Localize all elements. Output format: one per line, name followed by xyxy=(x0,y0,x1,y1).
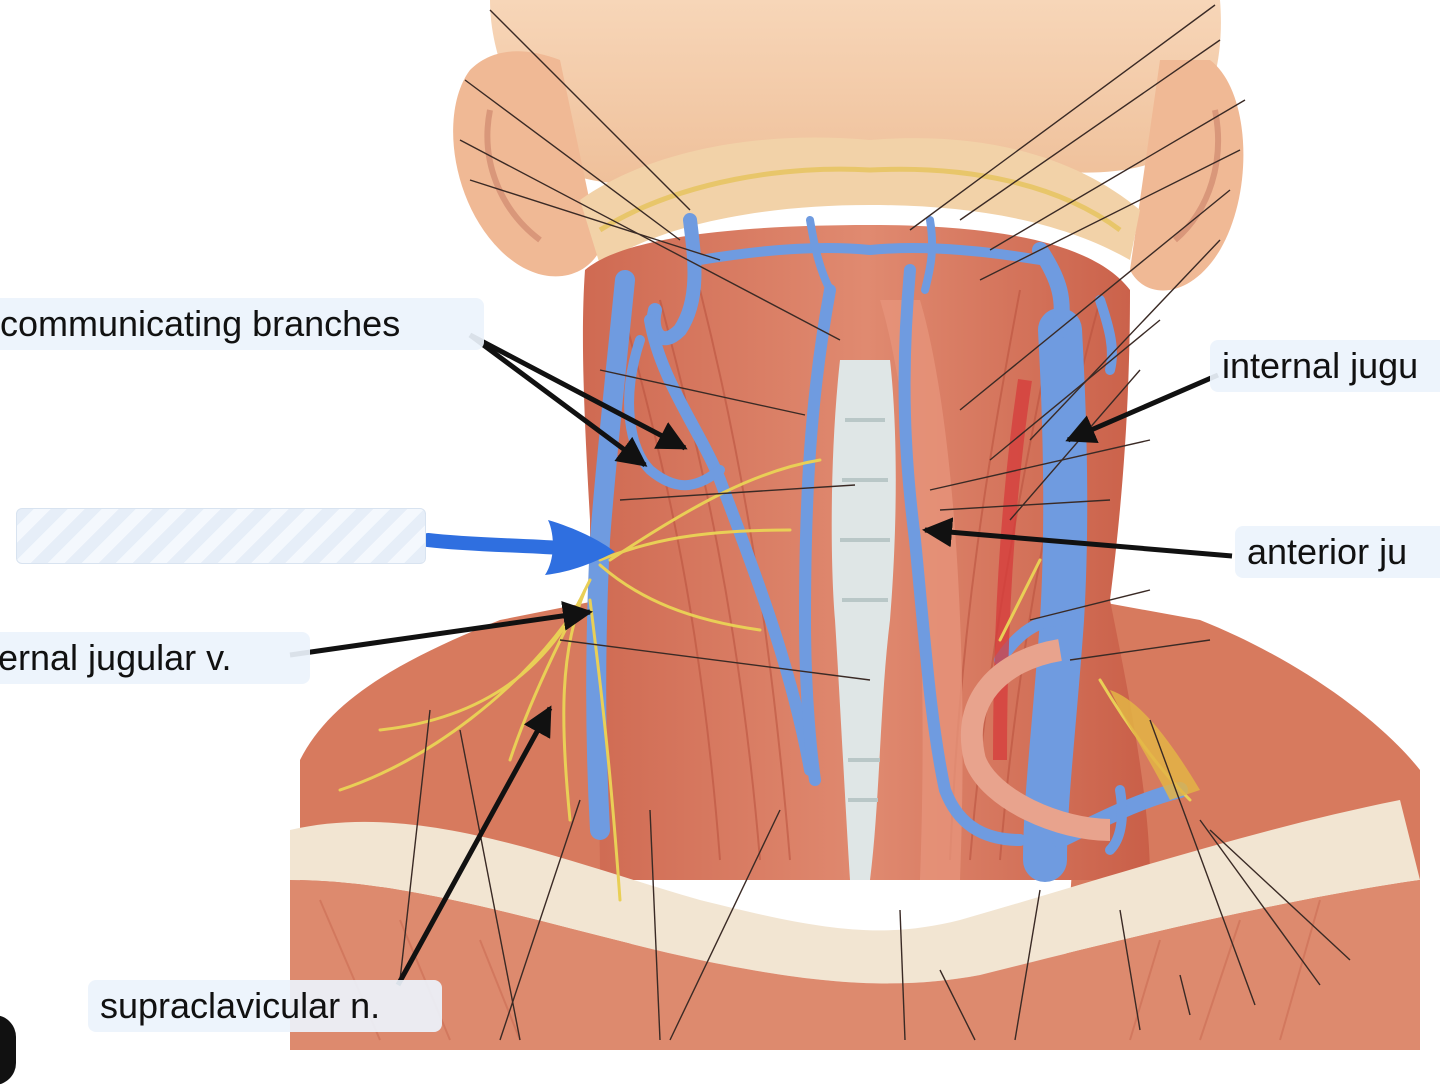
chest-muscle xyxy=(290,880,1420,1050)
mandible-band xyxy=(580,137,1140,265)
hidden-label-box[interactable] xyxy=(16,508,426,564)
face-skin xyxy=(490,0,1221,184)
corner-shape xyxy=(0,1015,16,1085)
arrow-external-jugular xyxy=(289,600,593,658)
label-communicating-branches: communicating branches xyxy=(0,298,484,350)
arrow-communicating-2 xyxy=(468,332,688,451)
label-anterior-jugular: anterior ju xyxy=(1235,526,1440,578)
label-supraclavicular: supraclavicular n. xyxy=(88,980,442,1032)
arrow-supraclavicular xyxy=(395,705,553,987)
internal-jugular-vein xyxy=(1023,308,1088,882)
label-internal-jugular: internal jugu xyxy=(1210,340,1440,392)
veins xyxy=(586,213,1188,882)
label-arrows xyxy=(289,332,1233,987)
trachea xyxy=(831,360,896,880)
arrow-anterior-jugular xyxy=(922,517,1233,559)
highlight-arrow xyxy=(421,520,615,575)
leader-lines xyxy=(399,4,1351,1041)
left-ear xyxy=(453,51,600,277)
arrow-internal-jugular xyxy=(1065,372,1219,444)
label-external-jugular: ernal jugular v. xyxy=(0,632,310,684)
clavicle-band xyxy=(290,800,1420,984)
arrow-communicating-1 xyxy=(468,332,648,468)
